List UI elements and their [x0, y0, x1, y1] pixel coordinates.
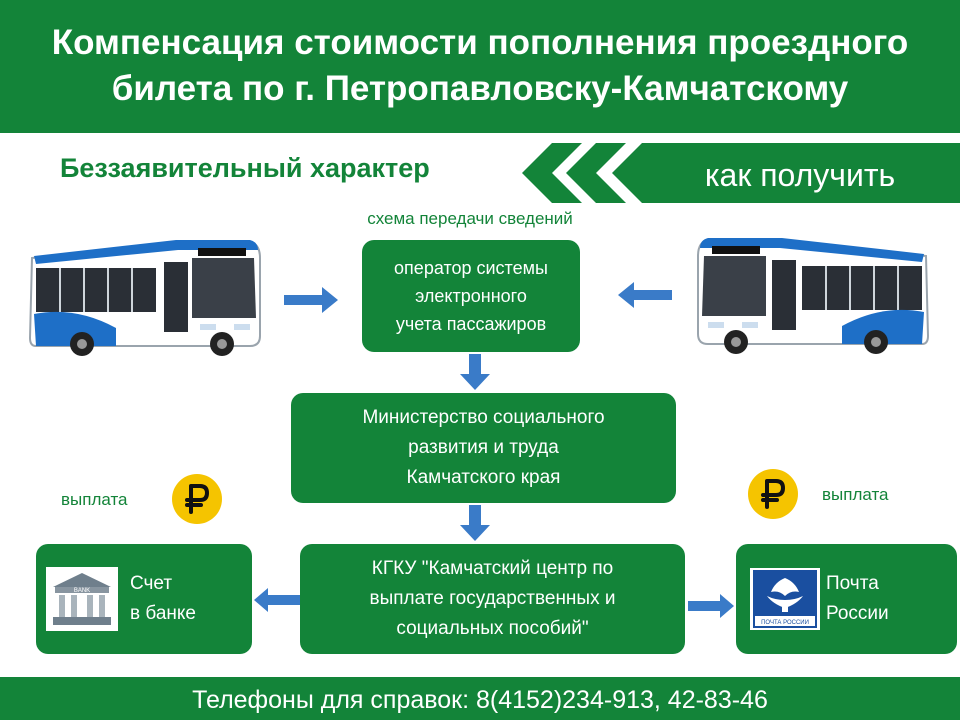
payout-label-right: выплата: [822, 485, 889, 504]
arrow-left-icon: [254, 588, 300, 612]
ministry-box: Министерство социального развития и труд…: [291, 393, 676, 503]
how-to-get-banner: [522, 143, 960, 203]
ruble-icon: [748, 469, 798, 519]
kgku-box: КГКУ "Камчатский центр по выплате госуда…: [300, 544, 685, 654]
title-line-2: билета по г. Петропавловску-Камчатскому: [111, 69, 849, 108]
chevron-1: [522, 143, 582, 203]
footer-phones: Телефоны для справок: 8(4152)234-913, 42…: [0, 677, 960, 720]
kgku-line-3: социальных пособий": [396, 618, 589, 639]
arrow-down-icon: [460, 505, 490, 541]
chevron-2: [566, 143, 626, 203]
ruble-icon: [172, 474, 222, 524]
post-line-2: России: [826, 603, 889, 624]
page-title: Компенсация стоимости пополнения проездн…: [0, 0, 960, 133]
bank-line-2: в банке: [130, 603, 196, 624]
subtitle: Беззаявительный характер: [60, 153, 430, 183]
kgku-line-2: выплате государственных и: [369, 588, 616, 609]
arrow-right-icon: [688, 594, 734, 618]
bank-icon-label: BANK: [74, 588, 90, 594]
operator-line-2: электронного: [415, 286, 527, 306]
russian-post-logo-icon: ПОЧТА РОССИИ: [750, 568, 820, 630]
kgku-line-1: КГКУ "Камчатский центр по: [371, 558, 614, 579]
operator-line-3: учета пассажиров: [395, 314, 547, 334]
ministry-line-1: Министерство социального: [362, 407, 605, 428]
operator-line-1: оператор системы: [394, 258, 548, 278]
operator-box: оператор системы электронного учета пасс…: [362, 240, 580, 352]
post-box: ПОЧТА РОССИИ Почта России: [736, 544, 957, 654]
post-logo-label: ПОЧТА РОССИИ: [761, 620, 809, 626]
bank-box: BANK Счет в банке: [36, 544, 252, 654]
post-line-1: Почта: [826, 573, 879, 594]
scheme-label: схема передачи сведений: [367, 209, 573, 228]
bank-icon: BANK: [46, 567, 118, 631]
title-line-1: Компенсация стоимости пополнения проездн…: [51, 23, 909, 62]
payout-label-left: выплата: [61, 490, 128, 509]
bus-right-icon: [697, 238, 930, 354]
arrow-left-icon: [618, 282, 672, 308]
ministry-line-2: развития и труда: [408, 437, 559, 458]
ministry-line-3: Камчатского края: [406, 467, 561, 488]
arrow-down-icon: [460, 354, 490, 390]
chevron-3: [612, 143, 960, 203]
how-to-get-label: как получить: [704, 157, 896, 193]
arrow-right-icon: [284, 287, 338, 313]
bus-left-icon: [28, 240, 261, 356]
bank-line-1: Счет: [130, 573, 173, 594]
